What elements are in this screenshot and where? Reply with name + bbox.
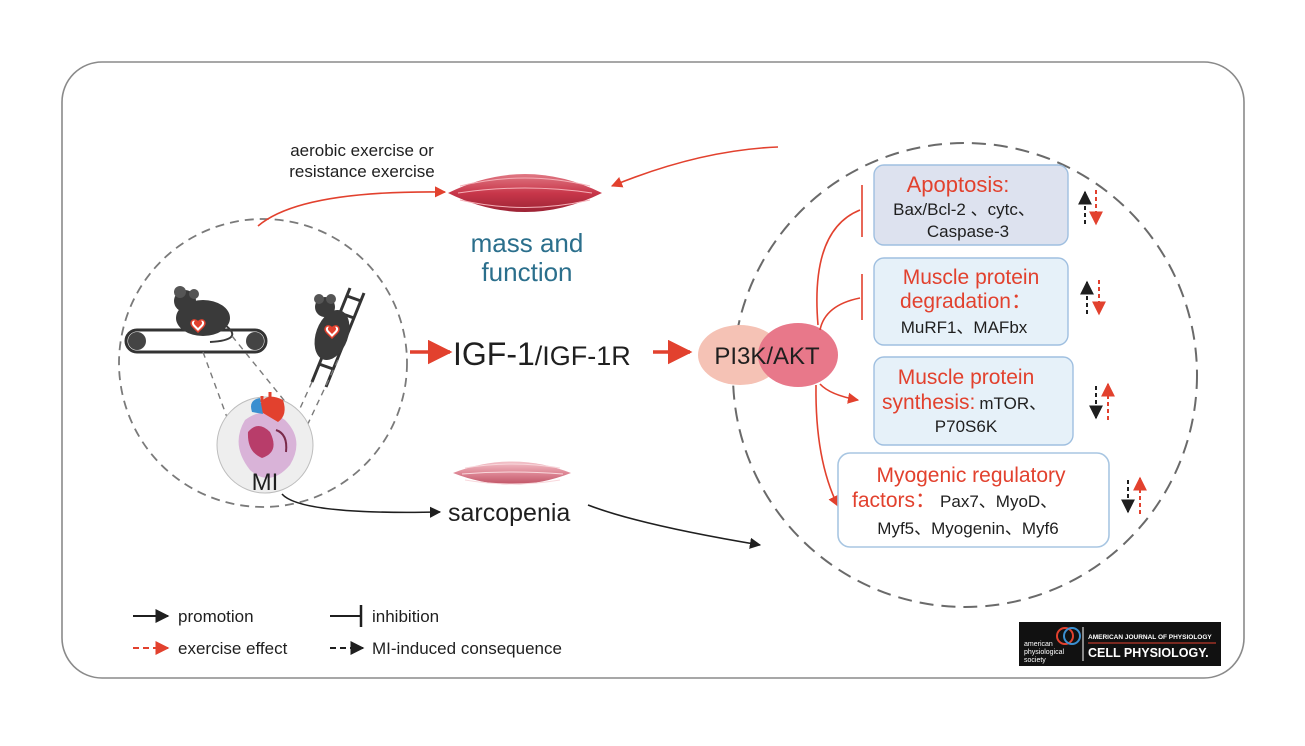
journal-logo: american physiological society AMERICAN … — [1019, 622, 1221, 666]
exercise-label-line1: aerobic exercise or — [290, 141, 434, 160]
apoptosis-box: Apoptosis: Bax/Bcl-2 、cytc、 Caspase-3 — [873, 164, 1069, 246]
apoptosis-title: Apoptosis: — [907, 172, 1010, 197]
akt-ellipse — [758, 323, 838, 387]
mass-function-line1: mass and — [471, 228, 584, 258]
climbing-mouse-icon — [314, 294, 350, 361]
circle-to-muscle-arrow — [610, 146, 779, 188]
apoptosis-change-arrows — [1078, 190, 1103, 226]
degradation-title-1: Muscle protein — [903, 266, 1040, 289]
myogenic-title-2: factors：Pax7、MyoD、 — [852, 489, 1057, 512]
myogenic-inline-body: Pax7、MyoD、 — [940, 492, 1057, 511]
mouse-model-circle — [118, 218, 408, 508]
myogenic-title-2-text: factors： — [852, 489, 936, 512]
logo-society-3: society — [1024, 657, 1046, 664]
apoptosis-body-1: Bax/Bcl-2 、cytc、 — [893, 200, 1035, 219]
apoptosis-body-2: Caspase-3 — [927, 222, 1009, 241]
igf-label: IGF-1/IGF-1R — [453, 336, 631, 372]
exercise-arrow — [257, 186, 447, 227]
synthesis-body: P70S6K — [935, 417, 998, 436]
degradation-title-2: degradation： — [900, 290, 1032, 313]
degradation-box: Muscle protein degradation： MuRF1、MAFbx — [873, 257, 1069, 346]
mass-function-line2: function — [481, 257, 572, 287]
logo-society-1: american — [1024, 641, 1053, 648]
branch-lines — [815, 185, 863, 508]
synthesis-title-2-text: synthesis: — [882, 391, 975, 414]
pi3k-ellipse — [698, 325, 782, 385]
logo-journal-big: CELL PHYSIOLOGY. — [1088, 646, 1209, 660]
logo-journal-small: AMERICAN JOURNAL OF PHYSIOLOGY — [1088, 634, 1212, 641]
myogenic-box: Myogenic regulatory factors：Pax7、MyoD、 M… — [837, 452, 1110, 548]
legend: promotion exercise effect inhibition MI-… — [133, 605, 562, 658]
synthesis-change-arrows — [1089, 382, 1115, 420]
synthesis-title-1: Muscle protein — [898, 366, 1035, 389]
synthesis-inline-body: mTOR、 — [979, 394, 1046, 413]
igf-1r: /IGF-1R — [535, 341, 631, 371]
igf-1: IGF-1 — [453, 336, 535, 372]
mi-label: MI — [252, 469, 279, 496]
running-mouse-icon — [174, 286, 234, 343]
legend-promotion: promotion — [178, 607, 254, 626]
legend-exercise: exercise effect — [178, 639, 288, 658]
exercise-label-line2: resistance exercise — [289, 162, 435, 181]
myogenic-body: Myf5、Myogenin、Myf6 — [877, 519, 1058, 538]
myogenic-change-arrows — [1121, 476, 1147, 514]
legend-mi: MI-induced consequence — [372, 639, 562, 658]
sarcopenia-label: sarcopenia — [448, 499, 570, 527]
sarcopenia-to-circle-arrow — [587, 504, 762, 549]
synthesis-title-2: synthesis:mTOR、 — [882, 391, 1046, 414]
atrophied-muscle-icon — [453, 461, 571, 485]
legend-inhibition: inhibition — [372, 607, 439, 626]
pi3k-akt-label: PI3K/AKT — [714, 343, 820, 370]
degradation-body: MuRF1、MAFbx — [901, 318, 1028, 337]
degradation-change-arrows — [1080, 280, 1106, 316]
healthy-muscle-icon — [448, 174, 602, 212]
myogenic-title-1: Myogenic regulatory — [876, 464, 1066, 487]
heart-icon — [238, 392, 297, 478]
logo-society-2: physiological — [1024, 649, 1065, 656]
synthesis-box: Muscle protein synthesis:mTOR、 P70S6K — [873, 356, 1074, 446]
mi-to-sarcopenia-arrow — [281, 493, 442, 518]
